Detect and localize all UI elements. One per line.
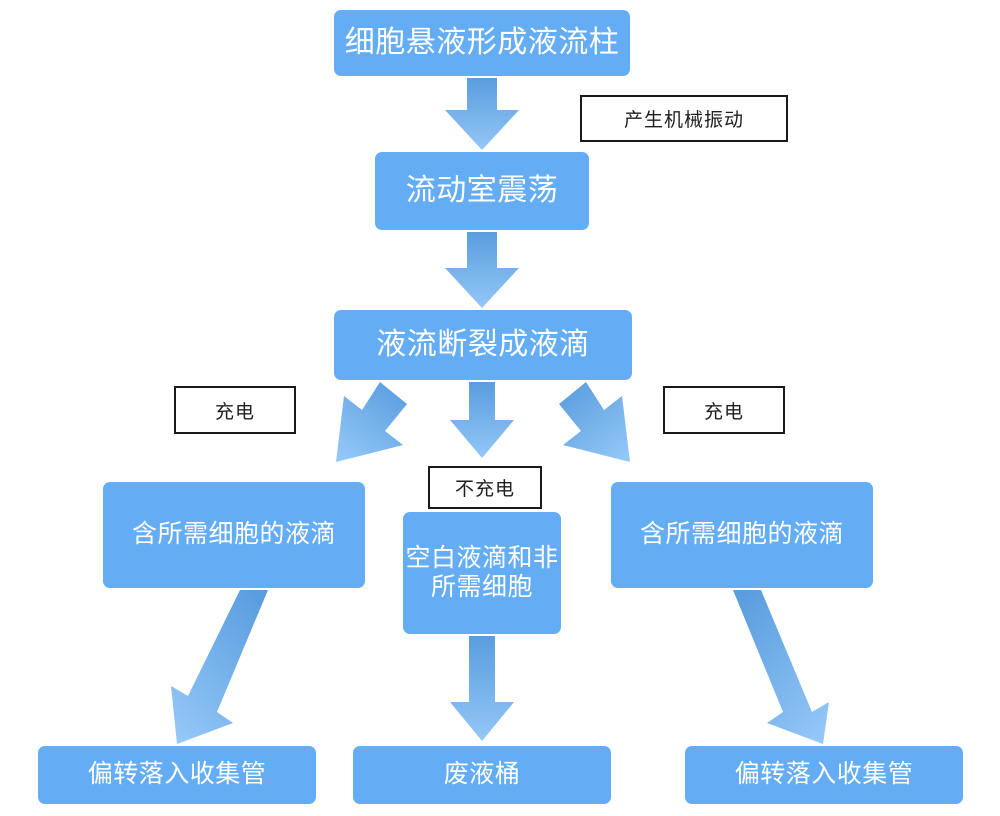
node-left-desired-cell-droplets[interactable]: 含所需细胞的液滴 <box>103 482 365 588</box>
node-right-deflect-into-collection-tube[interactable]: 偏转落入收集管 <box>685 746 963 804</box>
node-cell-suspension-stream[interactable]: 细胞悬液形成液流柱 <box>334 10 630 76</box>
node-waste-container[interactable]: 废液桶 <box>353 746 611 804</box>
node-right-desired-cell-droplets[interactable]: 含所需细胞的液滴 <box>611 482 873 588</box>
arrow-breakup-to-mid-drop <box>450 382 514 458</box>
node-left-deflect-into-collection-tube[interactable]: 偏转落入收集管 <box>38 746 316 804</box>
annotation-no-charge[interactable]: 不充电 <box>428 466 542 509</box>
annotation-mechanical-vibration[interactable]: 产生机械振动 <box>580 95 788 142</box>
arrow-oscillate-to-breakup <box>445 232 519 308</box>
annotation-charge-left[interactable]: 充电 <box>174 386 296 434</box>
arrow-breakup-to-left-drop <box>336 382 407 462</box>
node-flow-chamber-oscillation[interactable]: 流动室震荡 <box>375 152 589 230</box>
arrow-left-drop-to-left-tube <box>171 590 268 744</box>
node-stream-breaks-into-droplets[interactable]: 液流断裂成液滴 <box>334 310 632 380</box>
arrow-right-drop-to-right-tube <box>733 590 829 744</box>
arrow-mid-drop-to-waste <box>450 636 514 741</box>
arrow-breakup-to-right-drop <box>559 382 630 462</box>
arrow-stream-to-oscillate <box>445 78 519 150</box>
node-blank-and-unwanted-droplets[interactable]: 空白液滴和非所需细胞 <box>403 512 561 634</box>
annotation-charge-right[interactable]: 充电 <box>663 386 785 434</box>
